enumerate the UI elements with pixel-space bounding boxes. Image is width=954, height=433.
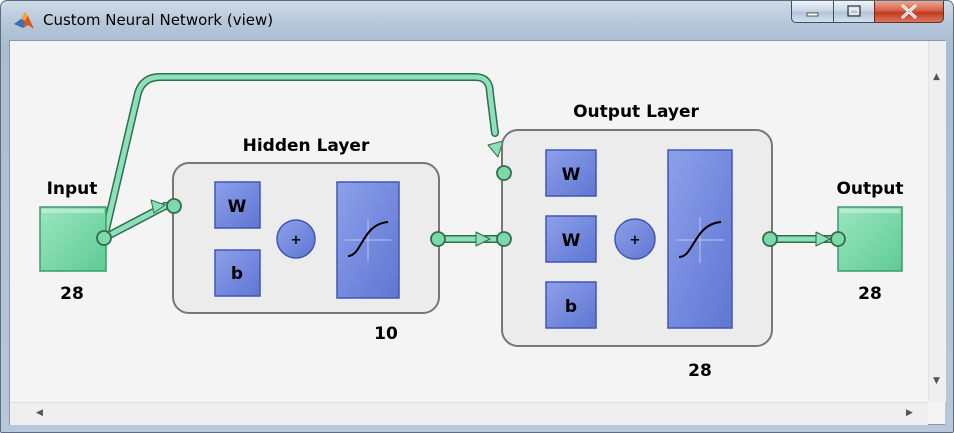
input-label: Input [47, 179, 98, 199]
hidden-sum-symbol: + [291, 233, 302, 248]
arrow-down-icon[interactable]: ▼ [933, 376, 940, 386]
matlab-logo-icon [14, 12, 34, 29]
output-sum-node[interactable]: + [614, 218, 656, 260]
output-layer-input-port-1 [496, 165, 512, 181]
arrow-left-icon[interactable]: ◀ [36, 408, 43, 418]
maximize-button[interactable] [833, 1, 875, 23]
output-layer-weight-label: W [562, 231, 581, 251]
minimize-button[interactable] [791, 1, 834, 23]
output-layer-size: 28 [688, 361, 712, 381]
output-size: 28 [858, 284, 882, 304]
output-node[interactable] [837, 206, 903, 272]
input-output-port [96, 230, 112, 246]
output-sum-symbol: + [630, 233, 641, 248]
hidden-bias-block[interactable]: b [214, 249, 261, 297]
output-layer-output-port [762, 231, 778, 247]
vertical-scrollbar[interactable]: ▲ ▼ [928, 41, 946, 402]
output-bias-block[interactable]: b [545, 281, 597, 329]
output-transfer-function-block[interactable] [667, 149, 733, 329]
hidden-layer-output-port [430, 231, 446, 247]
arrow-up-icon[interactable]: ▲ [933, 72, 940, 82]
output-layer-input-port-2 [496, 231, 512, 247]
hidden-layer-title: Hidden Layer [243, 136, 370, 156]
minimize-icon [806, 12, 819, 17]
maximize-icon [847, 5, 861, 17]
scrollbar-corner [928, 402, 945, 424]
close-icon [901, 4, 917, 19]
output-input-weight-block[interactable]: W [545, 149, 597, 197]
input-node[interactable] [39, 206, 107, 272]
arrow-right-icon[interactable]: ▶ [906, 408, 913, 418]
hidden-sum-node[interactable]: + [276, 219, 316, 259]
output-bias-label: b [565, 297, 577, 317]
hidden-layer-size: 10 [374, 324, 398, 344]
network-view-panel: Input 28 Hidden Layer 10 W b + [9, 40, 946, 425]
hidden-weight-block[interactable]: W [214, 181, 261, 229]
sigmoid-curve-icon [678, 221, 722, 258]
close-button[interactable] [874, 1, 944, 23]
output-input-port [830, 231, 846, 247]
hidden-transfer-function-block[interactable] [336, 181, 400, 299]
sigmoid-curve-icon [347, 221, 389, 257]
output-layer-weight-block[interactable]: W [545, 215, 597, 263]
input-size: 28 [60, 284, 84, 304]
title-bar[interactable]: Custom Neural Network (view) [1, 1, 953, 39]
horizontal-scrollbar[interactable]: ◀ ▶ [10, 402, 928, 425]
output-layer-title: Output Layer [573, 102, 699, 122]
network-diagram: Input 28 Hidden Layer 10 W b + [39, 73, 904, 381]
hidden-weight-label: W [228, 197, 247, 217]
window-title: Custom Neural Network (view) [43, 11, 274, 29]
hidden-bias-label: b [231, 264, 243, 284]
output-input-weight-label: W [562, 165, 581, 185]
hidden-layer-input-port [166, 198, 182, 214]
output-label: Output [836, 179, 903, 199]
